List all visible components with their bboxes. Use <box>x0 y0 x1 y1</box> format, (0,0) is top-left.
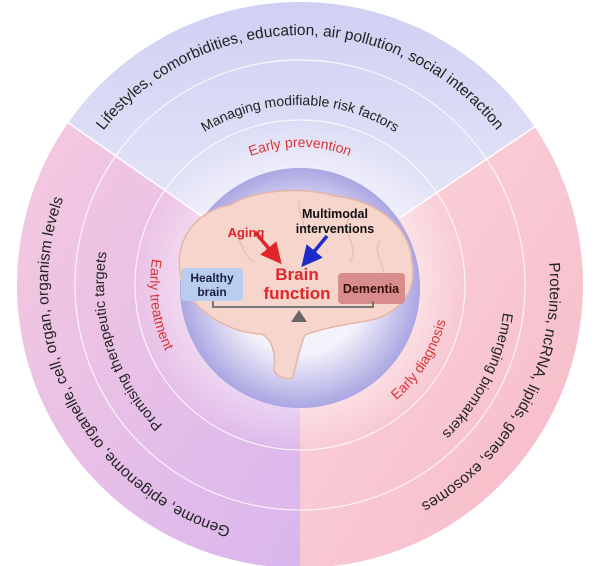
healthy-brain-box <box>181 268 243 301</box>
center-circle: Aging Multimodal interventions Healthy b… <box>178 168 420 408</box>
interventions-label-1: Multimodal <box>302 207 368 221</box>
ring-divider-outer <box>74 59 526 511</box>
brain-folds <box>229 199 385 286</box>
sector-divider-line <box>399 126 536 219</box>
healthy-brain-label-1: Healthy <box>190 271 234 285</box>
dementia-box <box>338 273 405 304</box>
interventions-label-2: interventions <box>296 222 375 236</box>
intervention-arrow <box>301 234 329 268</box>
healthy-brain-label-2: brain <box>197 285 226 299</box>
brain-function-label-2: function <box>263 284 330 303</box>
dementia-label: Dementia <box>343 282 400 296</box>
sector-dividers <box>67 122 536 219</box>
balance-fulcrum <box>291 310 307 322</box>
balance-beam <box>212 301 374 308</box>
aging-label: Aging <box>228 225 265 240</box>
brain-function-label-1: Brain <box>275 265 318 284</box>
sector-divider-line <box>67 122 203 217</box>
aging-arrow <box>253 230 282 265</box>
